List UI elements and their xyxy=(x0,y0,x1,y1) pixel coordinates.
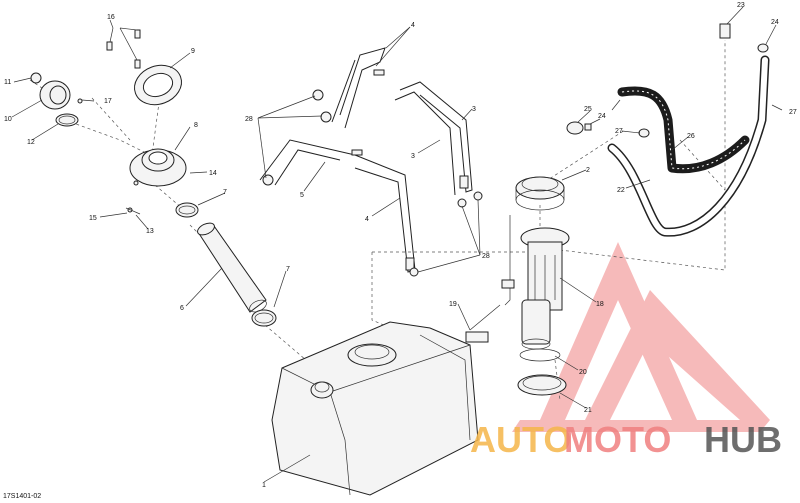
callout-10: 10 xyxy=(4,116,12,123)
part-gaskets xyxy=(517,348,567,396)
part-filler-flange xyxy=(125,148,187,215)
part-hoses xyxy=(607,55,770,237)
callout-13: 13 xyxy=(146,228,154,235)
callout-14: 14 xyxy=(209,170,217,177)
watermark-text: AUTO MOTO HUB xyxy=(470,419,782,460)
callout-26: 26 xyxy=(687,133,695,140)
watermark-hub: HUB xyxy=(704,419,782,460)
callout-18: 18 xyxy=(596,301,604,308)
watermark-auto: AUTO xyxy=(470,419,571,460)
callout-numbers: 1 2 3 3 4 4 5 6 7 7 8 9 10 11 12 13 14 1… xyxy=(4,2,797,489)
callout-28a: 28 xyxy=(245,116,253,123)
part-fuel-pump xyxy=(501,215,570,350)
callout-7a: 7 xyxy=(223,189,227,196)
callout-5: 5 xyxy=(300,192,304,199)
callout-15: 15 xyxy=(89,215,97,222)
part-cap-assembly xyxy=(30,72,83,127)
callout-7b: 7 xyxy=(286,266,290,273)
drawing-code: 17S1401-02 xyxy=(3,493,41,500)
callout-6: 6 xyxy=(180,305,184,312)
part-fuel-tank xyxy=(271,321,479,496)
callout-19: 19 xyxy=(449,301,457,308)
part-clips xyxy=(262,89,483,277)
part-screws xyxy=(106,27,141,69)
callout-4b: 4 xyxy=(365,216,369,223)
callout-27b: 27 xyxy=(789,109,797,116)
callout-11: 11 xyxy=(4,79,11,86)
callout-22: 22 xyxy=(617,187,625,194)
watermark-triangle-base-icon xyxy=(512,420,770,432)
callout-8: 8 xyxy=(194,122,198,129)
watermark-logo xyxy=(512,242,770,432)
callout-24b: 24 xyxy=(598,113,606,120)
part-fittings xyxy=(566,23,783,138)
part-filler-hose xyxy=(197,222,267,313)
part-straps xyxy=(259,47,473,273)
part-flange-gasket xyxy=(134,64,182,106)
callout-21: 21 xyxy=(584,407,592,414)
part-sender xyxy=(465,304,501,343)
callout-3b: 3 xyxy=(411,153,415,160)
callout-27a: 27 xyxy=(615,128,623,135)
watermark-triangle-right-icon xyxy=(585,290,770,420)
callout-12: 12 xyxy=(27,139,35,146)
callout-2: 2 xyxy=(586,167,590,174)
part-clamps xyxy=(175,202,277,327)
callout-3a: 3 xyxy=(472,106,476,113)
callout-25: 25 xyxy=(584,106,592,113)
callout-leaders xyxy=(11,6,777,483)
callout-9: 9 xyxy=(191,48,195,55)
watermark-moto: MOTO xyxy=(564,419,671,460)
callout-17: 17 xyxy=(104,98,112,105)
callout-24a: 24 xyxy=(771,19,779,26)
callout-23: 23 xyxy=(737,2,745,9)
part-ring-nut xyxy=(515,176,565,211)
callout-28b: 28 xyxy=(482,253,490,260)
callout-4a: 4 xyxy=(411,22,415,29)
watermark-triangle-icon xyxy=(540,242,697,420)
callout-16: 16 xyxy=(107,14,115,21)
callout-1: 1 xyxy=(262,482,266,489)
callout-20: 20 xyxy=(579,369,587,376)
